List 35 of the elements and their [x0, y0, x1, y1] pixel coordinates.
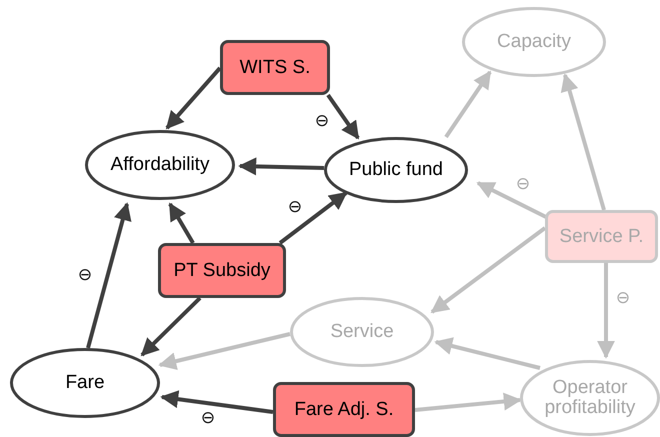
- arrow: [158, 332, 290, 370]
- variable-ellipse: [290, 297, 434, 367]
- variable-ellipse: [520, 360, 660, 436]
- factor-box: [220, 40, 330, 95]
- node-label: Capacity: [497, 32, 571, 52]
- variable-ellipse: [462, 7, 606, 77]
- arrow: [326, 94, 360, 140]
- arrow: [168, 202, 195, 244]
- node-label: Public fund: [348, 160, 443, 180]
- arrow: [140, 296, 202, 356]
- node-label: Fare: [65, 373, 105, 393]
- arrow: [430, 226, 546, 314]
- arrow: [278, 191, 348, 245]
- factor-box: [273, 382, 415, 437]
- node-label: PT Subsidy: [174, 260, 270, 280]
- node-label: Affordability: [110, 155, 210, 175]
- node-label: Service: [330, 322, 394, 342]
- node-label: Fare Adj. S.: [294, 400, 394, 420]
- node-label: WITS S.: [240, 58, 310, 78]
- variable-ellipse: [85, 130, 235, 200]
- arrow: [560, 73, 606, 211]
- node-label: Operator profitability: [544, 378, 636, 418]
- arrow: [160, 390, 274, 414]
- arrow: [166, 66, 222, 130]
- arrow: [597, 263, 615, 359]
- arrow: [238, 157, 324, 176]
- factor-box: [545, 210, 658, 263]
- node-label: Service P.: [559, 226, 644, 246]
- factor-box: [158, 243, 286, 298]
- variable-ellipse: [10, 348, 160, 418]
- arrow: [86, 202, 132, 349]
- arrow: [434, 337, 540, 370]
- variable-ellipse: [324, 137, 468, 203]
- arrow: [414, 392, 522, 412]
- arrow: [444, 70, 492, 138]
